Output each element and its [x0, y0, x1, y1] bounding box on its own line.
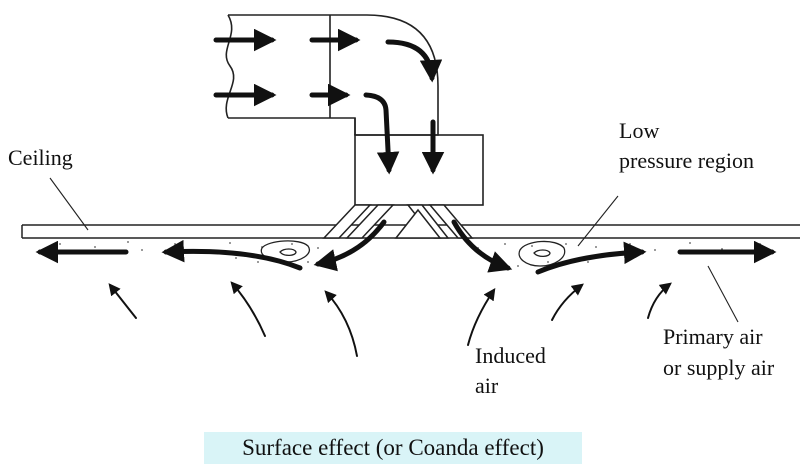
ceiling-leader: [49, 177, 89, 231]
reattach-arrow-right: [535, 241, 647, 275]
induced-arrow-4: [467, 288, 496, 346]
low-pressure-leader: [577, 195, 619, 247]
outlet-arrow-right: [451, 219, 513, 273]
low-pressure-label-line1: Low: [619, 118, 660, 143]
duct-arrow-6: [363, 92, 400, 175]
primary-air-label-line1: Primary air: [663, 324, 763, 349]
low-pressure-bubbles: [260, 240, 566, 267]
induced-arrow-3: [324, 290, 358, 357]
leader-lines: [49, 177, 739, 323]
induced-arrow-2: [230, 281, 266, 337]
induced-arrow-5: [551, 283, 584, 321]
flow-arrows: [35, 28, 777, 357]
primary-air-leader: [707, 265, 739, 323]
duct-arrow-3: [385, 39, 443, 83]
reattach-arrow-left: [161, 239, 303, 271]
induced-arrow-6: [647, 282, 672, 319]
primary-air-label-line2: or supply air: [663, 355, 775, 380]
supply-duct: [225, 14, 439, 136]
figure-caption: Surface effect (or Coanda effect): [204, 432, 582, 464]
low-pressure-label-line2: pressure region: [619, 148, 755, 173]
induced-label-line1: Induced: [475, 343, 546, 368]
induced-arrow-1: [108, 283, 137, 319]
outlet-arrow-left: [313, 219, 387, 272]
air-layer-stipple: [59, 241, 761, 271]
diffuser-neck: [354, 134, 484, 206]
ceiling-label: Ceiling: [8, 145, 73, 170]
diffuser-vanes: [322, 204, 474, 239]
induced-label-line2: air: [475, 373, 499, 398]
